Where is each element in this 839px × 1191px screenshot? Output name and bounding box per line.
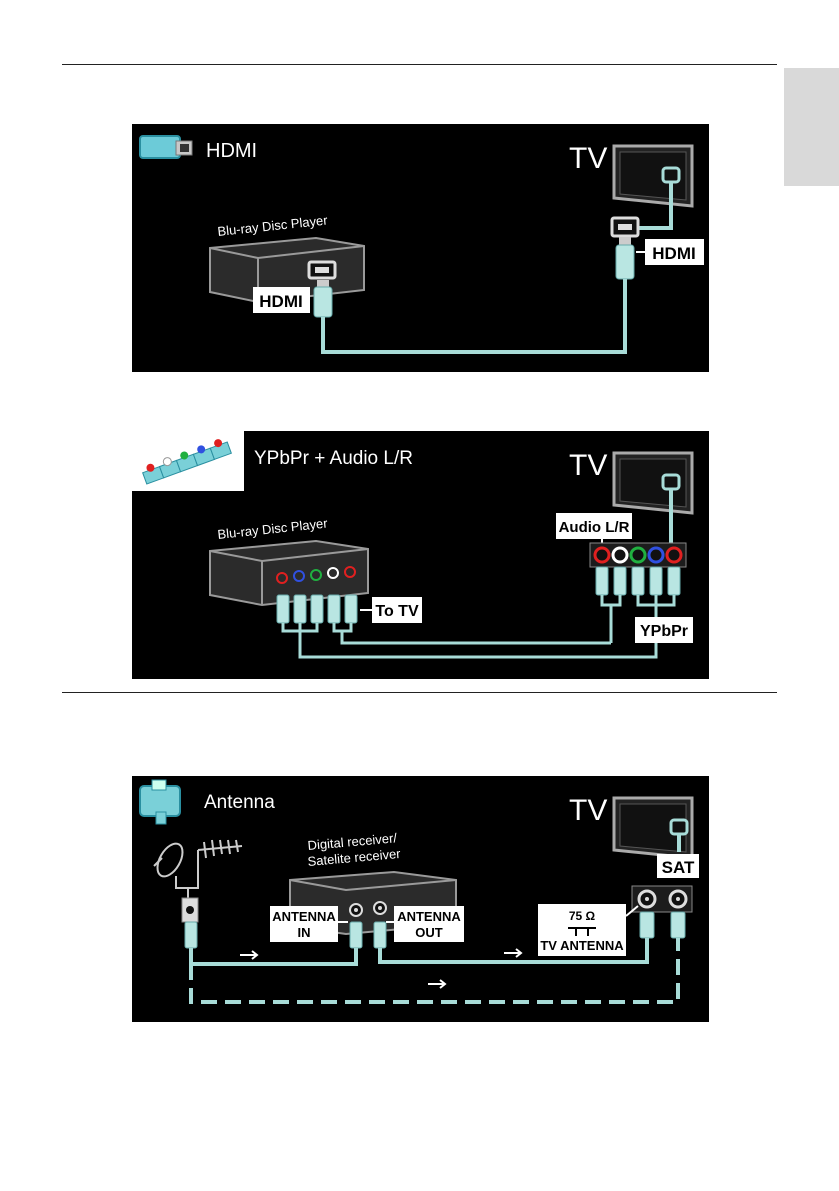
ypbpr-title: YPbPr + Audio L/R bbox=[254, 448, 413, 469]
audio-lr-label: Audio L/R bbox=[559, 519, 630, 536]
tv-label: TV bbox=[569, 142, 607, 175]
hdmi-plug-icon bbox=[139, 135, 193, 159]
antenna-cable-sat bbox=[189, 938, 680, 1004]
antenna-icon bbox=[197, 839, 243, 876]
rca-plugs-icon bbox=[132, 431, 244, 491]
top-divider bbox=[62, 64, 777, 65]
antenna-title: Antenna bbox=[204, 792, 275, 813]
to-tv-label: To TV bbox=[375, 603, 419, 620]
bluray-label: Blu-ray Disc Player bbox=[217, 515, 329, 542]
hdmi-title: HDMI bbox=[206, 140, 257, 162]
tv-label: TV bbox=[569, 449, 607, 482]
tv-hdmi-label: HDMI bbox=[652, 244, 695, 263]
ypbpr-port-label: YPbPr bbox=[640, 623, 688, 640]
antenna-cable-in bbox=[189, 948, 358, 966]
tv-label: TV bbox=[569, 794, 607, 827]
bluray-player bbox=[209, 539, 369, 607]
antenna-out-line1: ANTENNA bbox=[397, 909, 461, 924]
tv-antenna-ohm: 75 Ω bbox=[569, 909, 596, 923]
ypbpr-diagram: YPbPr + Audio L/R TV Audio L/R YPbPr Blu… bbox=[132, 431, 709, 679]
hdmi-cable bbox=[321, 279, 627, 354]
tv-antenna-label: TV ANTENNA bbox=[540, 938, 624, 953]
antenna-in-line2: IN bbox=[298, 925, 311, 940]
satellite-dish-icon bbox=[153, 842, 184, 878]
antenna-in-line1: ANTENNA bbox=[272, 909, 336, 924]
sat-label: SAT bbox=[662, 858, 695, 877]
antenna-cable-out bbox=[378, 938, 649, 964]
hdmi-diagram: HDMI TV HDMI Blu-ray Disc Player HDMI bbox=[132, 124, 709, 372]
bluray-label: Blu-ray Disc Player bbox=[217, 212, 329, 239]
antenna-diagram: Antenna TV SAT 75 Ω TV ANTENNA Digital r… bbox=[132, 776, 709, 1022]
device-hdmi-label: HDMI bbox=[259, 292, 302, 311]
section-tab bbox=[784, 68, 839, 186]
antenna-out-line2: OUT bbox=[415, 925, 443, 940]
coax-plug-icon bbox=[139, 779, 181, 825]
section-divider bbox=[62, 692, 777, 693]
